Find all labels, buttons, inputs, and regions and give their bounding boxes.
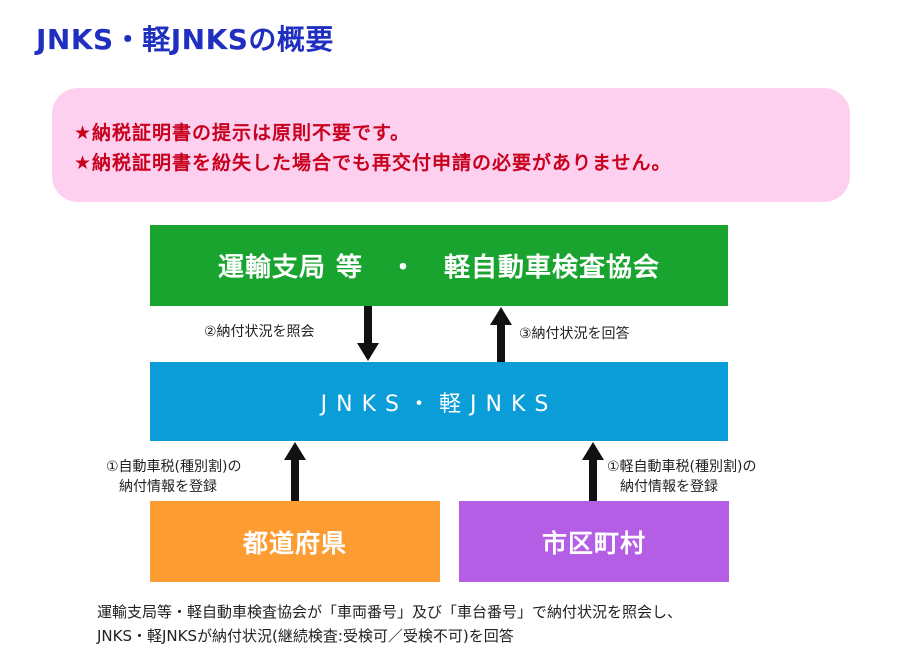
left-register-line-1: ①自動車税(種別割)の <box>106 459 242 475</box>
footer-line-1: 運輸支局等・軽自動車検査協会が「車両番号」及び「車台番号」で納付状況を照会し、 <box>97 603 683 621</box>
answer-label: ③納付状況を回答 <box>519 326 630 342</box>
footer-line-2: JNKS・軽JNKSが納付状況(継続検査:受検可／受検不可)を回答 <box>97 627 514 645</box>
municipality-box: 市区町村 <box>459 501 729 582</box>
answer-arrow-up-icon <box>490 307 512 362</box>
notice-line-1: ★納税証明書の提示は原則不要です。 <box>74 122 411 144</box>
right-register-line-2: 納付情報を登録 <box>620 479 718 495</box>
right-register-line-1: ①軽自動車税(種別割)の <box>607 459 757 475</box>
footer-note: 運輸支局等・軽自動車検査協会が「車両番号」及び「車台番号」で納付状況を照会し、 … <box>97 600 682 648</box>
left-register-line-2: 納付情報を登録 <box>119 479 217 495</box>
right-register-arrow-up-icon <box>582 442 604 501</box>
left-register-arrow-up-icon <box>284 442 306 501</box>
notice-box: ★納税証明書の提示は原則不要です。 ★納税証明書を紛失した場合でも再交付申請の必… <box>52 88 850 202</box>
notice-line-2: ★納税証明書を紛失した場合でも再交付申請の必要がありません。 <box>74 152 672 174</box>
inquire-label: ②納付状況を照会 <box>204 324 315 340</box>
prefecture-box: 都道府県 <box>150 501 440 582</box>
jnks-system-box: JNKS・軽JNKS <box>150 362 728 441</box>
transport-bureau-box: 運輸支局 等 ・ 軽自動車検査協会 <box>150 225 728 306</box>
page-title: JNKS・軽JNKSの概要 <box>36 23 334 56</box>
inquire-arrow-down-icon <box>357 306 379 361</box>
left-register-label: ①自動車税(種別割)の 納付情報を登録 <box>106 457 241 497</box>
right-register-label: ①軽自動車税(種別割)の 納付情報を登録 <box>607 457 756 497</box>
